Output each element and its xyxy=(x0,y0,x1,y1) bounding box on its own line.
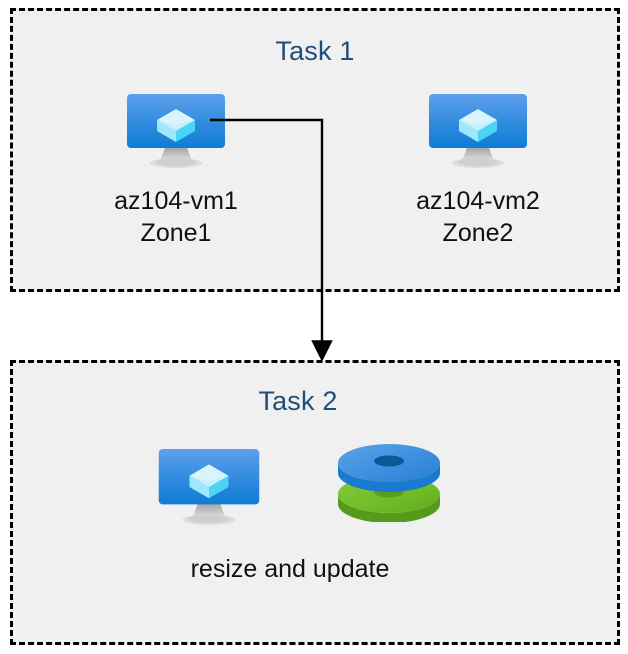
task-2-container: Task 2 xyxy=(10,360,620,645)
virtual-machine-icon xyxy=(127,94,225,168)
virtual-machine-icon xyxy=(158,449,260,525)
vm2-name: az104-vm2 xyxy=(416,187,540,215)
vm-node-az104-vm2[interactable]: az104-vm2 Zone2 xyxy=(358,93,598,253)
task-2-caption: resize and update xyxy=(190,555,390,583)
disk-stack-icon xyxy=(338,444,440,522)
virtual-machine-icon xyxy=(429,94,527,168)
vm-label-az104-vm2: az104-vm2 Zone2 xyxy=(358,185,598,249)
vm1-name: az104-vm1 xyxy=(114,187,238,215)
task-2-title: Task 2 xyxy=(258,386,338,416)
vm2-zone: Zone2 xyxy=(442,219,514,247)
task-1-container: Task 1 xyxy=(10,8,620,292)
task-1-title: Task 1 xyxy=(275,36,355,66)
vm1-zone: Zone1 xyxy=(140,219,212,247)
vm-node-az104-vm1[interactable]: az104-vm1 Zone1 xyxy=(56,93,296,253)
vm-label-az104-vm1: az104-vm1 Zone1 xyxy=(56,185,296,249)
